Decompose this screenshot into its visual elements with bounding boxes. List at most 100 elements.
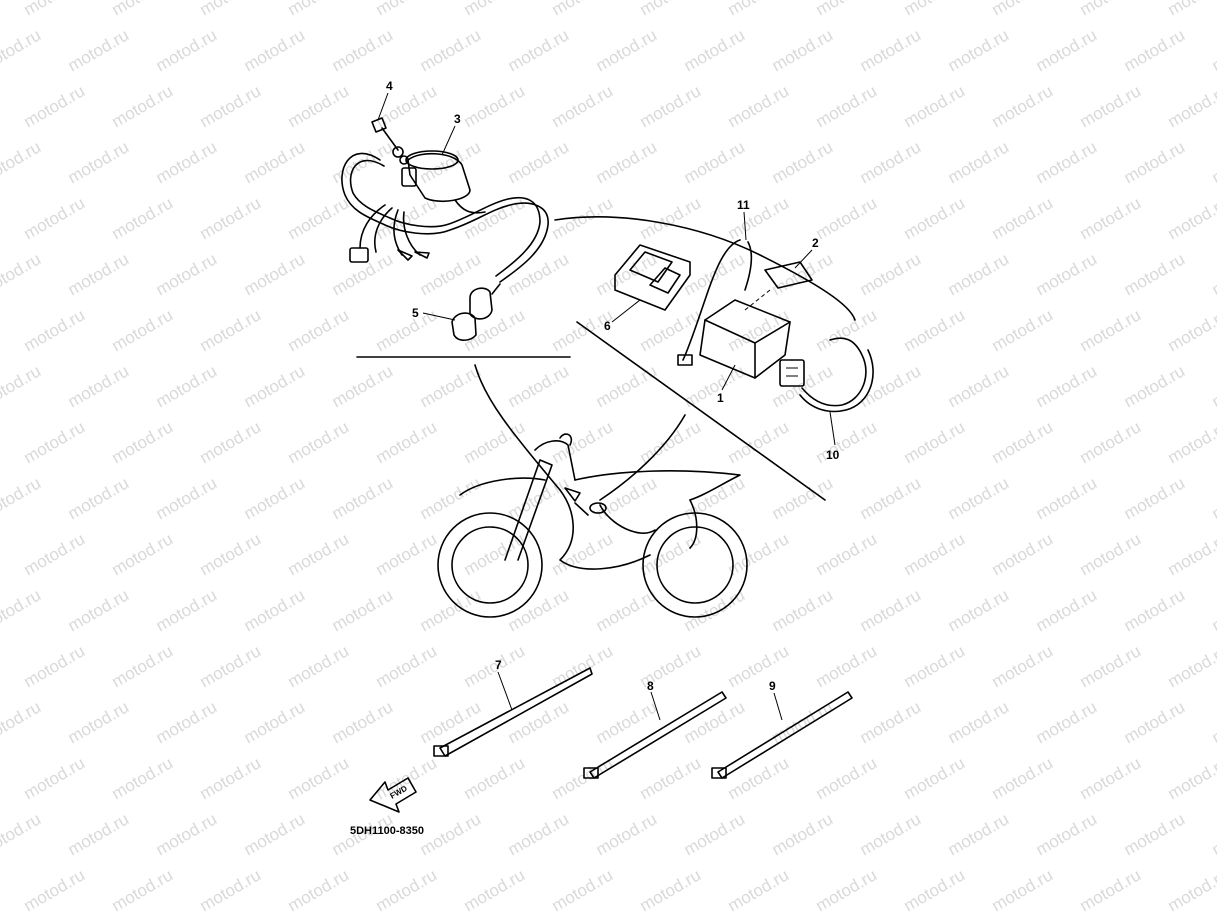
watermark-text: motod.ru: [637, 417, 705, 467]
watermark-text: motod.ru: [505, 473, 573, 523]
watermark-text: motod.ru: [285, 641, 353, 691]
watermark-text: motod.ru: [0, 585, 44, 635]
watermark-text: motod.ru: [0, 697, 44, 747]
cdi-unit-assembly: [554, 216, 874, 501]
watermark-text: motod.ru: [1209, 249, 1217, 299]
watermark-text: motod.ru: [285, 0, 353, 19]
watermark-text: motod.ru: [197, 417, 265, 467]
watermark-text: motod.ru: [901, 641, 969, 691]
watermark-text: motod.ru: [593, 249, 661, 299]
watermark-text: motod.ru: [989, 865, 1057, 913]
watermark-text: motod.ru: [637, 865, 705, 913]
watermark-text: motod.ru: [241, 137, 309, 187]
watermark-text: motod.ru: [461, 529, 529, 579]
watermark-text: motod.ru: [1033, 473, 1101, 523]
watermark-text: motod.ru: [65, 473, 133, 523]
watermark-text: motod.ru: [373, 0, 441, 19]
watermark-text: motod.ru: [1165, 81, 1217, 131]
watermark-text: motod.ru: [1121, 809, 1189, 859]
watermark-text: motod.ru: [505, 809, 573, 859]
watermark-text: motod.ru: [1209, 137, 1217, 187]
watermark-text: motod.ru: [989, 193, 1057, 243]
watermark-text: motod.ru: [329, 249, 397, 299]
watermark-text: motod.ru: [857, 585, 925, 635]
watermark-text: motod.ru: [285, 81, 353, 131]
watermark-text: motod.ru: [593, 361, 661, 411]
watermark-text: motod.ru: [65, 361, 133, 411]
watermark-text: motod.ru: [109, 305, 177, 355]
watermark-text: motod.ru: [813, 753, 881, 803]
watermark-text: motod.ru: [241, 361, 309, 411]
callout-10: 10: [826, 448, 840, 462]
watermark-text: motod.ru: [945, 25, 1013, 75]
callout-8: 8: [647, 679, 654, 693]
watermark-text: motod.ru: [461, 193, 529, 243]
watermark-text: motod.ru: [1121, 249, 1189, 299]
watermark-text: motod.ru: [505, 361, 573, 411]
watermark-text: motod.ru: [1077, 305, 1145, 355]
watermark-text: motod.ru: [1209, 473, 1217, 523]
watermark-text: motod.ru: [813, 417, 881, 467]
watermark-text: motod.ru: [1077, 81, 1145, 131]
watermark-text: motod.ru: [1121, 361, 1189, 411]
watermark-text: motod.ru: [329, 473, 397, 523]
watermark-text: motod.ru: [21, 529, 89, 579]
watermark-text: motod.ru: [461, 865, 529, 913]
watermark-text: motod.ru: [241, 809, 309, 859]
watermark-text: motod.ru: [461, 0, 529, 19]
watermark-text: motod.ru: [1033, 809, 1101, 859]
watermark-text: motod.ru: [813, 81, 881, 131]
watermark-text: motod.ru: [1209, 585, 1217, 635]
watermark-text: motod.ru: [813, 865, 881, 913]
watermark-text: motod.ru: [197, 81, 265, 131]
watermark-text: motod.ru: [1165, 865, 1217, 913]
watermark-text: motod.ru: [901, 0, 969, 19]
watermark-text: motod.ru: [21, 0, 89, 19]
watermark-text: motod.ru: [109, 641, 177, 691]
watermark-text: motod.ru: [593, 25, 661, 75]
watermark-text: motod.ru: [945, 809, 1013, 859]
watermark-text: motod.ru: [989, 81, 1057, 131]
watermark-text: motod.ru: [725, 193, 793, 243]
watermark-text: motod.ru: [153, 473, 221, 523]
watermark-text: motod.ru: [725, 865, 793, 913]
watermark-text: motod.ru: [593, 697, 661, 747]
watermark-text: motod.ru: [0, 249, 44, 299]
watermark-text: motod.ru: [857, 809, 925, 859]
watermark-text: motod.ru: [0, 25, 44, 75]
callout-2: 2: [812, 236, 819, 250]
watermark-text: motod.ru: [1165, 305, 1217, 355]
watermark-text: motod.ru: [1121, 697, 1189, 747]
watermark-text: motod.ru: [373, 417, 441, 467]
watermark-text: motod.ru: [153, 25, 221, 75]
watermark-text: motod.ru: [197, 865, 265, 913]
watermark-text: motod.ru: [241, 585, 309, 635]
watermark-text: motod.ru: [989, 641, 1057, 691]
cable-tie-7: [433, 667, 593, 757]
watermark-text: motod.ru: [769, 585, 837, 635]
watermark-text: motod.ru: [989, 0, 1057, 19]
watermark-text: motod.ru: [21, 81, 89, 131]
watermark-text: motod.ru: [417, 361, 485, 411]
watermark-text: motod.ru: [945, 361, 1013, 411]
watermark-text: motod.ru: [637, 0, 705, 19]
watermark-text: motod.ru: [329, 585, 397, 635]
watermark-text: motod.ru: [769, 137, 837, 187]
watermark-text: motod.ru: [461, 753, 529, 803]
callout-9: 9: [769, 679, 776, 693]
callout-5: 5: [412, 306, 419, 320]
watermark-text: motod.ru: [65, 809, 133, 859]
watermark-text: motod.ru: [725, 81, 793, 131]
watermark-text: motod.ru: [153, 249, 221, 299]
watermark-text: motod.ru: [1209, 361, 1217, 411]
watermark-text: motod.ru: [945, 249, 1013, 299]
watermark-text: motod.ru: [1165, 193, 1217, 243]
watermark-text: motod.ru: [593, 137, 661, 187]
watermark-text: motod.ru: [461, 81, 529, 131]
watermark-text: motod.ru: [197, 753, 265, 803]
watermark-text: motod.ru: [769, 473, 837, 523]
watermark-text: motod.ru: [1077, 753, 1145, 803]
watermark-text: motod.ru: [637, 193, 705, 243]
watermark-text: motod.ru: [593, 585, 661, 635]
